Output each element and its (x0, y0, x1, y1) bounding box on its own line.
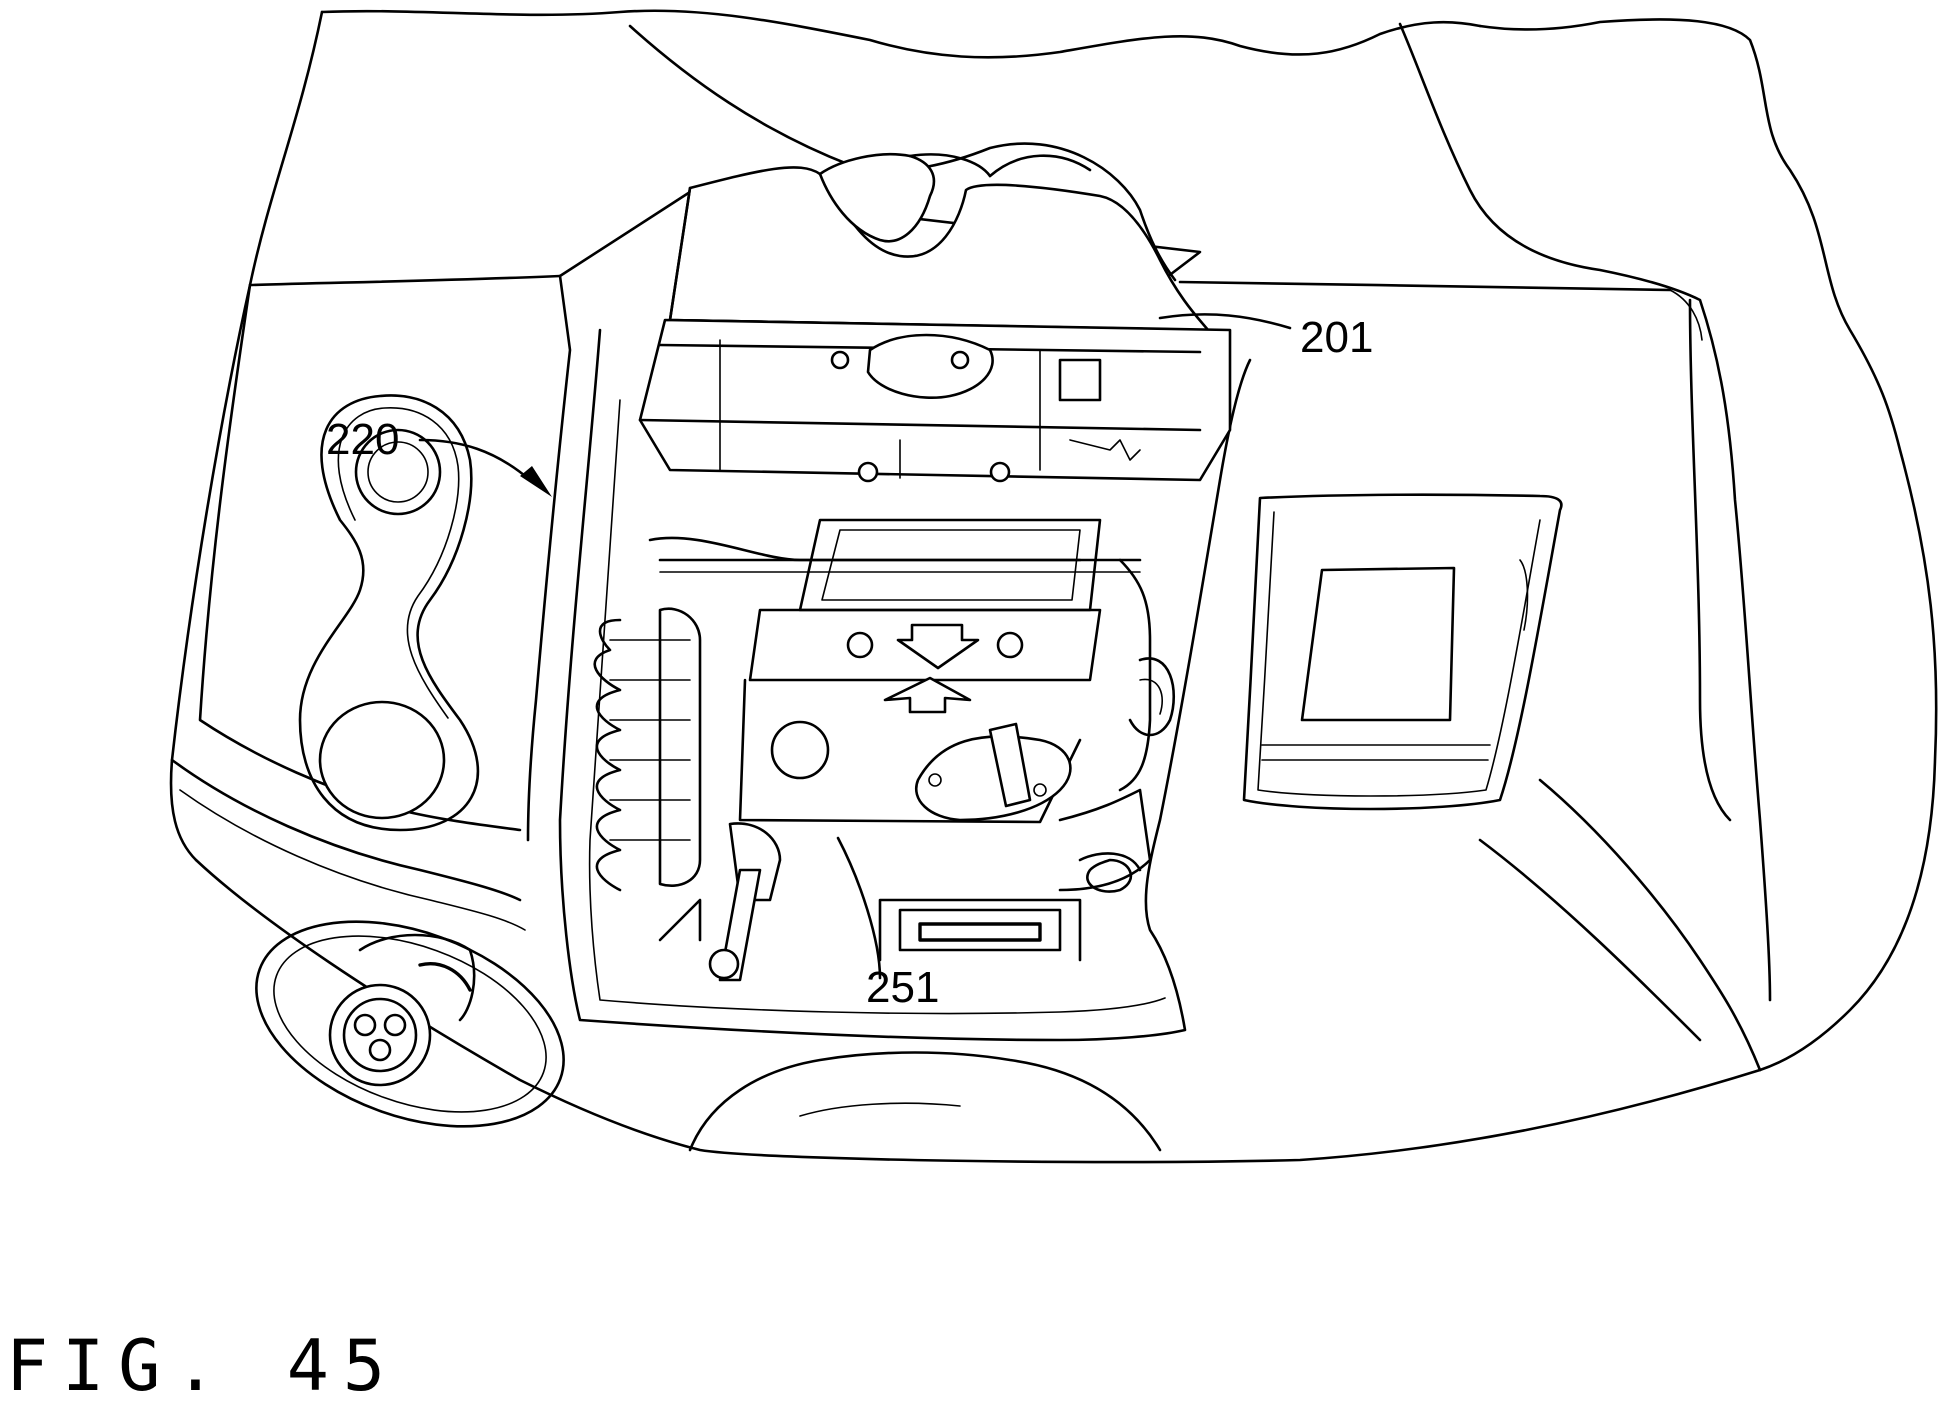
housing-outline (171, 11, 1936, 1162)
connector-port (228, 883, 592, 1165)
up-arrow-icon (885, 678, 970, 712)
label-251: 251 (866, 963, 939, 1012)
arrowhead-220-icon (520, 466, 552, 497)
label-201: 201 (1300, 313, 1373, 362)
leader-251 (838, 838, 880, 978)
label-220: 220 (326, 415, 399, 464)
top-module (560, 154, 1230, 481)
inner-mechanism (595, 520, 1174, 980)
left-control-panel (200, 276, 570, 840)
figure-caption: FIG. 45 (6, 1325, 399, 1406)
down-arrow-icon (898, 625, 978, 668)
button-lower-icon (320, 702, 444, 818)
right-window (1244, 495, 1561, 809)
